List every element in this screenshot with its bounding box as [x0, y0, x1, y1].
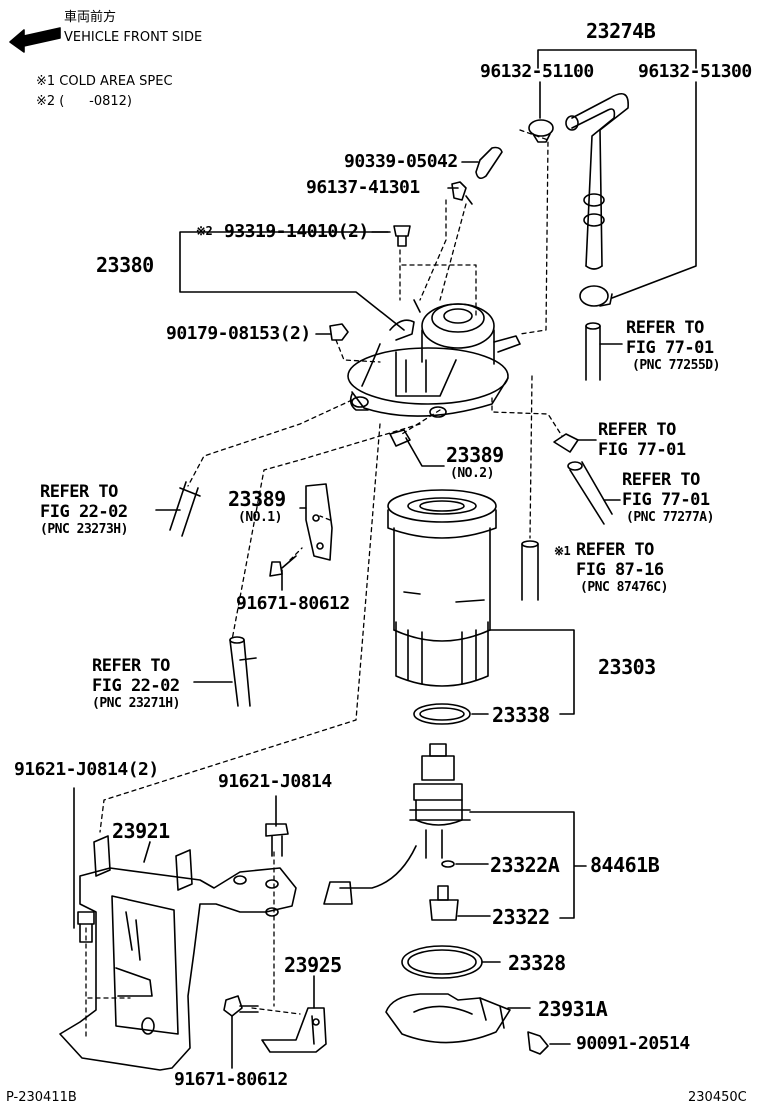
bolt-91621-left-icon: [77, 911, 95, 943]
o-ring-23338-icon: [413, 703, 471, 725]
part-23389-no2[interactable]: 23389: [446, 443, 504, 467]
note-date-range: ※2 ( -0812): [36, 94, 133, 109]
part-91671-80612-top[interactable]: 91671-80612: [236, 593, 350, 614]
leader-23274B: [537, 49, 697, 69]
o-ring-23322A-icon: [441, 860, 455, 868]
part-23389-no2-note: (NO.2): [450, 466, 494, 481]
part-96132-51100[interactable]: 96132-51100: [480, 61, 594, 82]
part-23389-no1-note: (NO.1): [238, 510, 282, 525]
hose-77277A: [567, 461, 613, 525]
ref-77-01-line2: FIG 77-01: [598, 440, 686, 460]
ref-23273H-line2: FIG 22-02: [40, 502, 128, 522]
part-90091-20514[interactable]: 90091-20514: [576, 1033, 690, 1054]
bolt-91671-bottom-icon: [223, 995, 259, 1017]
ref-87476C-prefix: ※1: [554, 544, 571, 558]
check-valve-icon: [451, 181, 473, 205]
part-91621-J0814-2[interactable]: 91621-J0814(2): [14, 759, 159, 780]
part-91621-J0814[interactable]: 91621-J0814: [218, 771, 332, 792]
bolt-93319-icon: [393, 225, 411, 247]
ref-77-01[interactable]: REFER TO FIG 77-01: [598, 420, 686, 460]
leader-23921: [143, 841, 151, 863]
front-label: VEHICLE FRONT SIDE: [64, 30, 203, 45]
bracket-23921: [59, 835, 297, 1071]
water-sensor-84461B: [323, 743, 471, 905]
screw-90091-icon: [527, 1031, 549, 1055]
fuel-filter-element-23303: [387, 489, 497, 687]
ref-87476C-line2: FIG 87-16: [576, 560, 664, 580]
part-23931A[interactable]: 23931A: [538, 997, 608, 1021]
part-23925[interactable]: 23925: [284, 953, 342, 977]
ref-87476C-line3: (PNC 87476C): [580, 580, 668, 595]
leader-23380: [179, 231, 405, 331]
hose-23271H: [229, 636, 257, 707]
part-23389-no1[interactable]: 23389: [228, 487, 286, 511]
ref-87476C[interactable]: REFER TO FIG 87-16 (PNC 87476C): [576, 540, 668, 596]
bolt-91671-top-icon: [269, 555, 297, 577]
nut-90179-icon: [329, 323, 349, 341]
joint-77-01-icon: [553, 433, 579, 453]
vehicle-front-arrow-icon: [9, 27, 61, 53]
part-23921[interactable]: 23921: [112, 819, 170, 843]
part-23274B[interactable]: 23274B: [586, 19, 656, 43]
ref-77255D[interactable]: REFER TO FIG 77-01 (PNC 77255D): [626, 318, 720, 374]
hose-clamp-small-icon: [528, 119, 554, 143]
footer-right-code: 230450C: [688, 1090, 747, 1105]
ref-23271H-line3: (PNC 23271H): [92, 696, 180, 711]
part-91671-80612-bottom[interactable]: 91671-80612: [174, 1069, 288, 1090]
part-23328[interactable]: 23328: [508, 951, 566, 975]
hose-23273H: [169, 481, 201, 537]
ref-77255D-line1: REFER TO: [626, 318, 704, 338]
bracket-23389-no1-icon: [305, 483, 333, 561]
ref-77-01-line1: REFER TO: [598, 420, 676, 440]
ref-23271H-line1: REFER TO: [92, 656, 170, 676]
part-23380[interactable]: 23380: [96, 253, 154, 277]
ref-23273H-line3: (PNC 23273H): [40, 522, 128, 537]
ref-77277A-line1: REFER TO: [622, 470, 700, 490]
leader-84461B: [469, 811, 587, 919]
ref-77255D-line2: FIG 77-01: [626, 338, 714, 358]
valve-23322-icon: [429, 885, 459, 921]
leader-23389-no2: [405, 437, 445, 467]
clamp-23389-no2-icon: [389, 429, 411, 447]
hose-77255D: [585, 322, 601, 381]
ref-23271H[interactable]: REFER TO FIG 22-02 (PNC 23271H): [92, 656, 180, 712]
leader-96132-51300: [611, 81, 697, 299]
note-prefix-2: ※2: [196, 224, 213, 238]
bracket-23925-icon: [261, 1007, 327, 1053]
part-90179-08153[interactable]: 90179-08153(2): [166, 323, 311, 344]
fuel-filter-head-23380: [347, 299, 521, 418]
cap-90339-icon: [475, 146, 503, 180]
bolt-91621-right-icon: [265, 823, 289, 857]
part-96132-51300[interactable]: 96132-51300: [638, 61, 752, 82]
ref-87476C-line1: REFER TO: [576, 540, 654, 560]
part-23322[interactable]: 23322: [492, 905, 550, 929]
footer-left-code: P-230411B: [6, 1090, 77, 1105]
ref-23273H[interactable]: REFER TO FIG 22-02 (PNC 23273H): [40, 482, 128, 538]
leader-23303: [489, 629, 575, 715]
ref-23271H-line2: FIG 22-02: [92, 676, 180, 696]
note-cold-area: ※1 COLD AREA SPEC: [36, 74, 173, 89]
front-jp-label: 車両前方: [64, 10, 117, 25]
ref-77277A-line2: FIG 77-01: [622, 490, 710, 510]
part-90339-05042[interactable]: 90339-05042: [344, 151, 458, 172]
part-23338[interactable]: 23338: [492, 703, 550, 727]
fuel-hose-23274B: [565, 92, 629, 270]
gasket-23328-icon: [401, 945, 483, 979]
part-84461B[interactable]: 84461B: [590, 853, 660, 877]
hose-87476C: [521, 540, 539, 601]
part-23303[interactable]: 23303: [598, 655, 656, 679]
ref-23273H-line1: REFER TO: [40, 482, 118, 502]
ref-77277A[interactable]: REFER TO FIG 77-01 (PNC 77277A): [622, 470, 714, 526]
part-23322A[interactable]: 23322A: [490, 853, 560, 877]
hose-clamp-large-icon: [579, 285, 613, 307]
ref-77255D-line3: (PNC 77255D): [632, 358, 720, 373]
part-96137-41301[interactable]: 96137-41301: [306, 177, 420, 198]
ref-77277A-line3: (PNC 77277A): [626, 510, 714, 525]
cover-23931A-icon: [385, 993, 511, 1044]
part-93319-14010[interactable]: 93319-14010(2): [224, 221, 369, 242]
